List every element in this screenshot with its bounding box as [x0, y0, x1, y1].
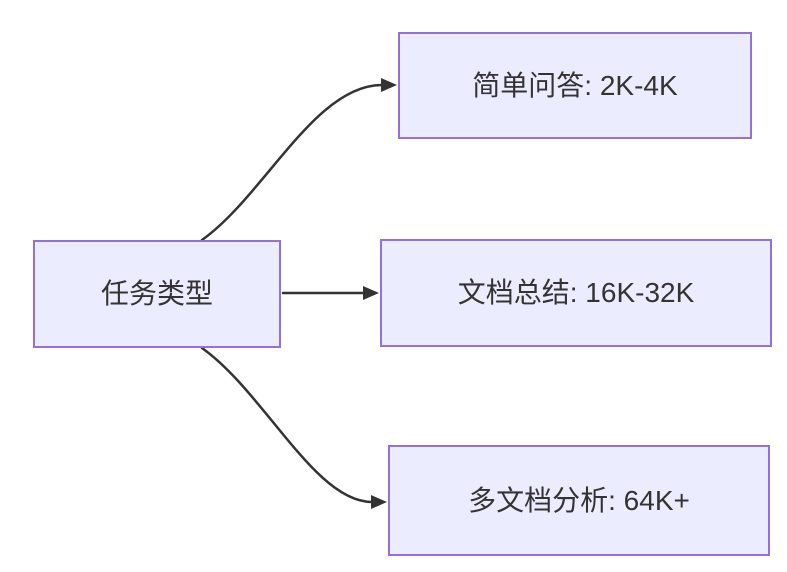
node-multi-doc-label: 多文档分析: 64K+ [468, 484, 690, 516]
node-simple-qa-label: 简单问答: 2K-4K [472, 69, 678, 101]
node-task-type: 任务类型 [33, 240, 281, 348]
node-multi-doc: 多文档分析: 64K+ [388, 445, 770, 556]
arrowhead-simple-qa [381, 78, 397, 92]
arrowhead-multi-doc [371, 495, 387, 509]
edge-root-to-simple-qa [200, 83, 384, 242]
node-doc-summary-label: 文档总结: 16K-32K [457, 277, 695, 309]
node-task-type-label: 任务类型 [100, 278, 213, 310]
arrowhead-doc-summary [363, 286, 379, 300]
edge-root-to-multi-doc [200, 346, 374, 504]
node-doc-summary: 文档总结: 16K-32K [380, 239, 772, 347]
node-simple-qa: 简单问答: 2K-4K [398, 32, 752, 139]
